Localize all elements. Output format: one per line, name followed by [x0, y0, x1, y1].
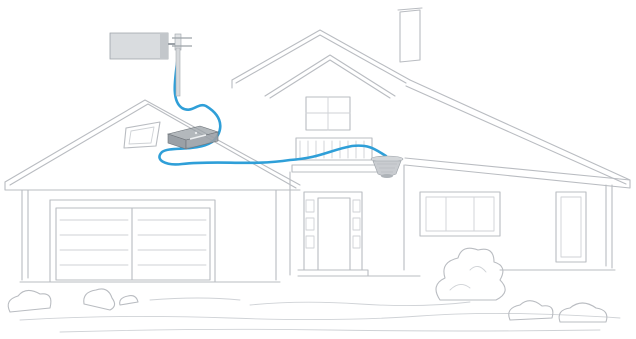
outdoor-antenna-icon	[110, 33, 192, 96]
indoor-antenna-icon	[371, 156, 403, 178]
house-sketch	[5, 8, 630, 322]
ground-lines	[20, 298, 620, 332]
coaxial-cable-icon	[159, 55, 386, 164]
signal-booster-icon	[168, 126, 218, 149]
